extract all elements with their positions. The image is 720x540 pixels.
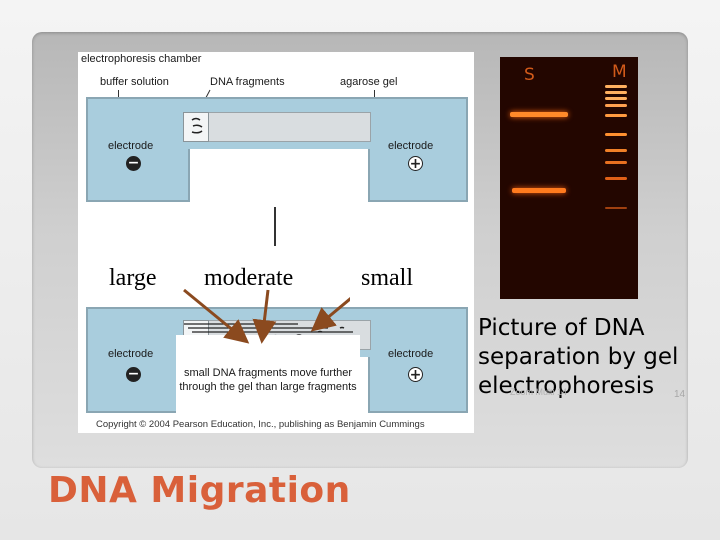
bottom-positive-electrode-icon: + <box>408 367 423 382</box>
copyright-text: Copyright © 2004 Pearson Education, Inc.… <box>96 419 425 430</box>
migration-note: small DNA fragments move further through… <box>176 366 360 394</box>
ladder-band-5 <box>605 114 627 117</box>
electrophoresis-figure: electrophoresis chamber buffer solution … <box>78 52 474 433</box>
bottom-left-electrode-label: electrode <box>108 348 153 360</box>
caption: Picture of DNA separation by gel electro… <box>478 314 678 401</box>
caption-line-1: Picture of DNA <box>478 314 678 343</box>
caption-line-2: separation by gel <box>478 343 678 372</box>
slide-title: DNA Migration <box>48 470 351 511</box>
size-label-small: small <box>361 265 413 292</box>
page-number: 14 <box>674 389 685 400</box>
ladder-band-1 <box>605 85 627 88</box>
caption-line-3: electrophoresis <box>478 372 678 401</box>
ladder-band-9 <box>605 177 627 180</box>
size-label-large: large <box>109 265 157 292</box>
positive-electrode-icon: + <box>408 156 423 171</box>
size-indicator-arrows <box>170 286 350 346</box>
note-box: small DNA fragments move further through… <box>176 335 360 417</box>
bottom-negative-electrode-icon: − <box>126 367 141 382</box>
agarose-gel-label: agarose gel <box>340 76 398 88</box>
top-left-electrode-label: electrode <box>108 140 153 152</box>
bottom-right-electrode-label: electrode <box>388 348 433 360</box>
top-gel <box>183 112 371 142</box>
sample-band-upper <box>510 112 568 117</box>
negative-electrode-icon: − <box>126 156 141 171</box>
lane-label-s: S <box>524 65 535 85</box>
ladder-band-3 <box>605 97 627 100</box>
footer-faint-text: Zoom Multi 14 <box>510 387 567 397</box>
ladder-band-7 <box>605 149 627 152</box>
ladder-band-6 <box>605 133 627 136</box>
gel-photo: S M <box>500 57 638 299</box>
ladder-band-10 <box>605 207 627 209</box>
lane-label-m: M <box>612 62 627 82</box>
dna-fragments-label: DNA fragments <box>210 76 285 88</box>
ladder-band-8 <box>605 161 627 164</box>
chamber-title: electrophoresis chamber <box>81 53 201 65</box>
top-dna-fragments <box>188 114 210 138</box>
sample-band-lower <box>512 188 566 193</box>
buffer-solution-label: buffer solution <box>100 76 169 88</box>
top-right-electrode-label: electrode <box>388 140 433 152</box>
ladder-band-4 <box>605 104 627 107</box>
ladder-band-2 <box>605 91 627 94</box>
